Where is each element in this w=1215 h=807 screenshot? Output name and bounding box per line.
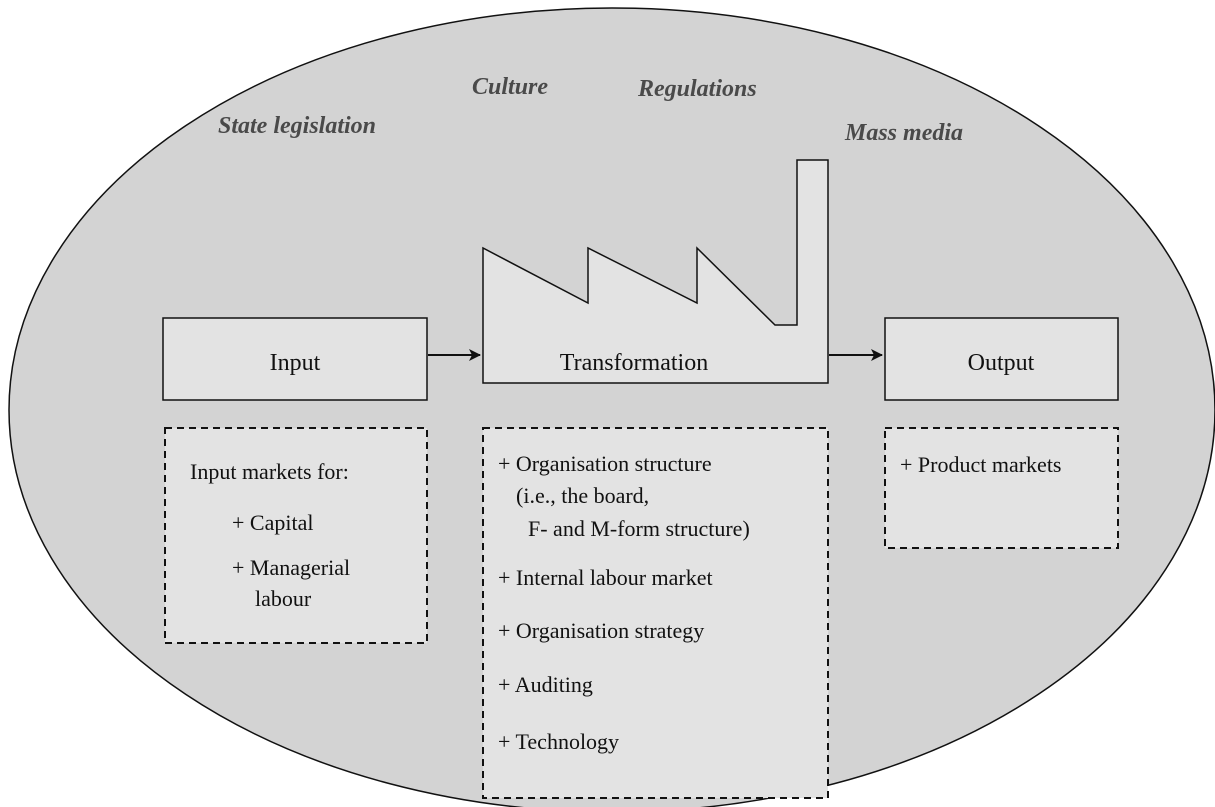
item-technology: + Technology xyxy=(498,729,619,754)
item-organisation-strategy: + Organisation strategy xyxy=(498,618,704,643)
label-culture: Culture xyxy=(472,74,548,100)
input-markets-box xyxy=(164,427,428,644)
item-organisation-structure: + Organisation structure xyxy=(498,451,712,476)
label-regulations: Regulations xyxy=(637,76,757,102)
transformation-label: Transformation xyxy=(560,350,708,376)
label-mass-media: Mass media xyxy=(844,120,963,146)
output-label: Output xyxy=(968,350,1035,376)
factory-icon xyxy=(482,159,829,384)
item-internal-labour-market: + Internal labour market xyxy=(498,565,713,590)
input-market-managerial-cont: labour xyxy=(255,586,312,611)
label-state-legislation: State legislation xyxy=(218,113,376,139)
output-markets-box xyxy=(884,427,1119,549)
item-auditing: + Auditing xyxy=(498,672,593,697)
item-product-markets: + Product markets xyxy=(900,452,1062,477)
input-market-managerial: + Managerial xyxy=(232,555,350,580)
input-markets-heading: Input markets for: xyxy=(190,459,349,484)
item-organisation-structure-detail-2: F- and M-form structure) xyxy=(528,516,750,541)
output-box xyxy=(884,317,1119,401)
transformation-items-box xyxy=(482,427,829,799)
input-market-capital: + Capital xyxy=(232,510,313,535)
item-organisation-structure-detail: (i.e., the board, xyxy=(516,483,649,508)
input-box xyxy=(162,317,428,401)
input-label: Input xyxy=(270,350,321,376)
